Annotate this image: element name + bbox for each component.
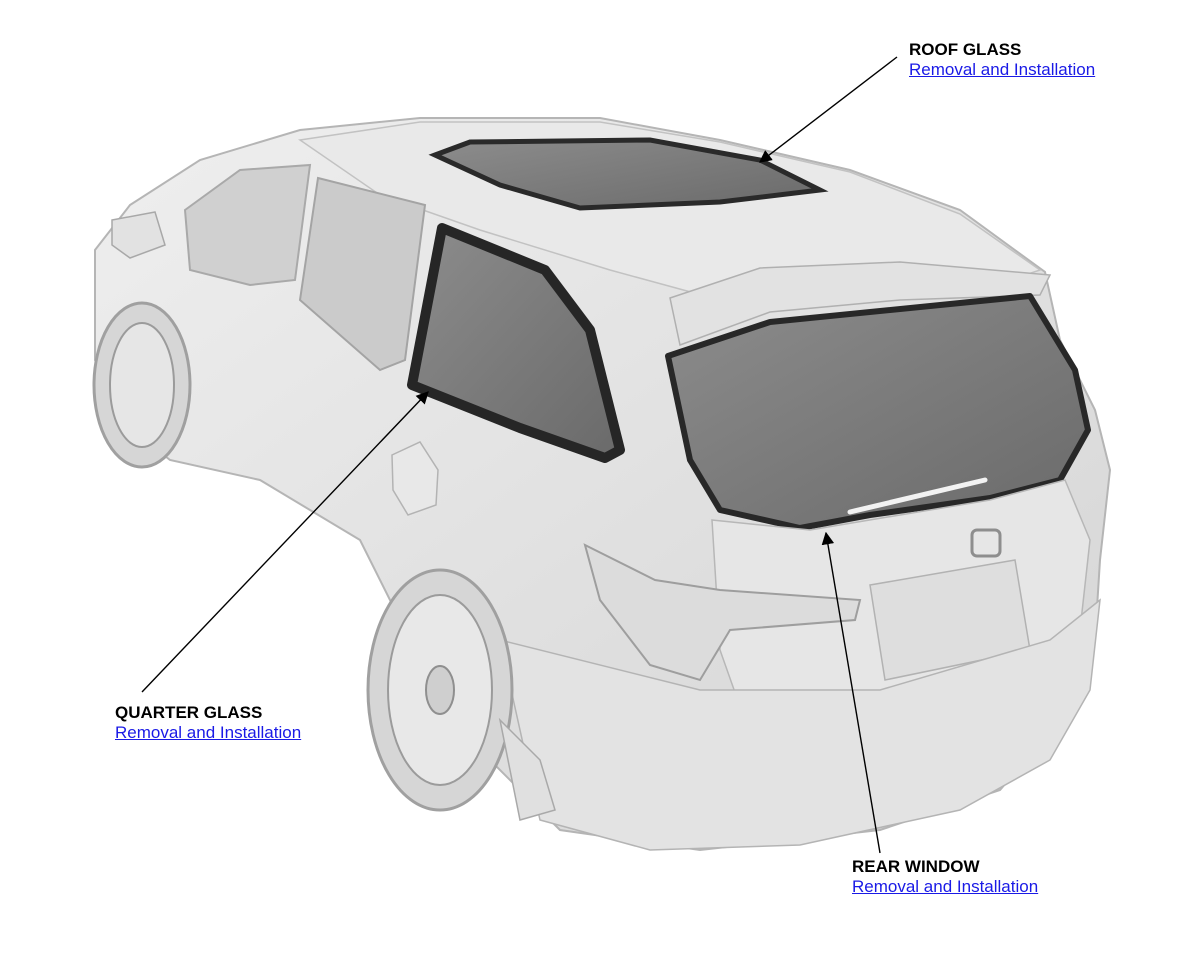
rear-bumper bbox=[499, 598, 1101, 851]
roof-glass bbox=[428, 137, 829, 211]
callout-rear-window: REAR WINDOW Removal and Installation bbox=[852, 857, 1038, 897]
leader-line-quarter-glass bbox=[141, 391, 429, 693]
tail-light bbox=[583, 543, 862, 682]
callout-roof-glass: ROOF GLASS Removal and Installation bbox=[909, 40, 1095, 80]
rear-wheel-hub bbox=[425, 665, 455, 715]
rear-window bbox=[665, 293, 1091, 531]
rear-spoiler bbox=[669, 261, 1052, 347]
quarter-glass bbox=[407, 223, 625, 463]
rear-door-window bbox=[298, 176, 427, 372]
quarter-glass-title: QUARTER GLASS bbox=[115, 703, 263, 722]
side-mirror bbox=[111, 211, 166, 259]
callout-quarter-glass: QUARTER GLASS Removal and Installation bbox=[115, 703, 301, 743]
roof-glass-removal-link[interactable]: Removal and Installation bbox=[909, 60, 1096, 79]
rear-emblem bbox=[970, 528, 1002, 558]
front-wheel-rim bbox=[109, 322, 175, 448]
quarter-glass-removal-link[interactable]: Removal and Installation bbox=[115, 723, 302, 742]
vehicle-illustration bbox=[92, 117, 1112, 852]
rear-window-removal-link[interactable]: Removal and Installation bbox=[852, 877, 1039, 896]
roof-glass-title: ROOF GLASS bbox=[909, 40, 1022, 59]
leader-line-rear-window bbox=[821, 531, 881, 854]
rear-wiper bbox=[847, 477, 988, 515]
leader-line-roof-glass bbox=[758, 56, 898, 163]
mud-flap bbox=[498, 717, 556, 821]
front-side-window bbox=[183, 163, 312, 287]
leader-lines bbox=[141, 56, 898, 854]
rear-window-title: REAR WINDOW bbox=[852, 857, 980, 876]
fuel-door bbox=[391, 441, 439, 516]
